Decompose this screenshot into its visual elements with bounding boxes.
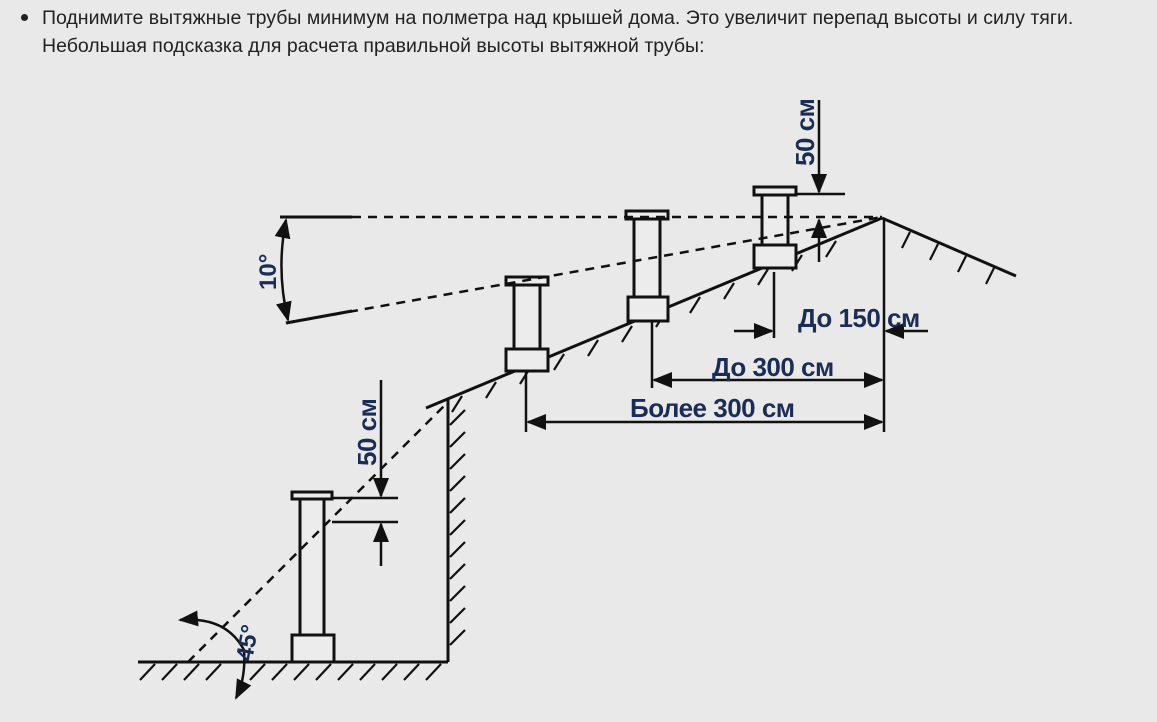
bullet-text: Поднимите вытяжные трубы минимум на полм… [42, 7, 1074, 57]
bullet-dot-icon [20, 4, 42, 32]
forty-five-degree-arc [178, 610, 252, 700]
ground-hatching [139, 663, 442, 681]
label-dist-300: До 300 см [712, 352, 834, 382]
chimney-low [504, 275, 550, 373]
height-dimension-top [796, 100, 845, 262]
chimney-ground [290, 490, 336, 664]
label-height-top: 50 см [790, 99, 820, 166]
bullet-paragraph: Поднимите вытяжные трубы минимум на полм… [20, 4, 1140, 60]
chimney-high [752, 185, 798, 270]
label-angle-10: 10° [255, 254, 282, 290]
wall-hatching [449, 409, 466, 646]
chimney-middle [624, 209, 670, 323]
ten-degree-guide [274, 215, 353, 325]
height-dimension-low [332, 380, 398, 566]
label-angle-45: 45° [231, 623, 264, 663]
label-dist-150: До 150 см [798, 303, 920, 333]
label-dist-more-300: Более 300 см [630, 393, 795, 423]
horizontal-dimensions [524, 220, 928, 432]
label-height-low: 50 см [352, 399, 382, 466]
reference-dashed-lines [187, 215, 883, 663]
